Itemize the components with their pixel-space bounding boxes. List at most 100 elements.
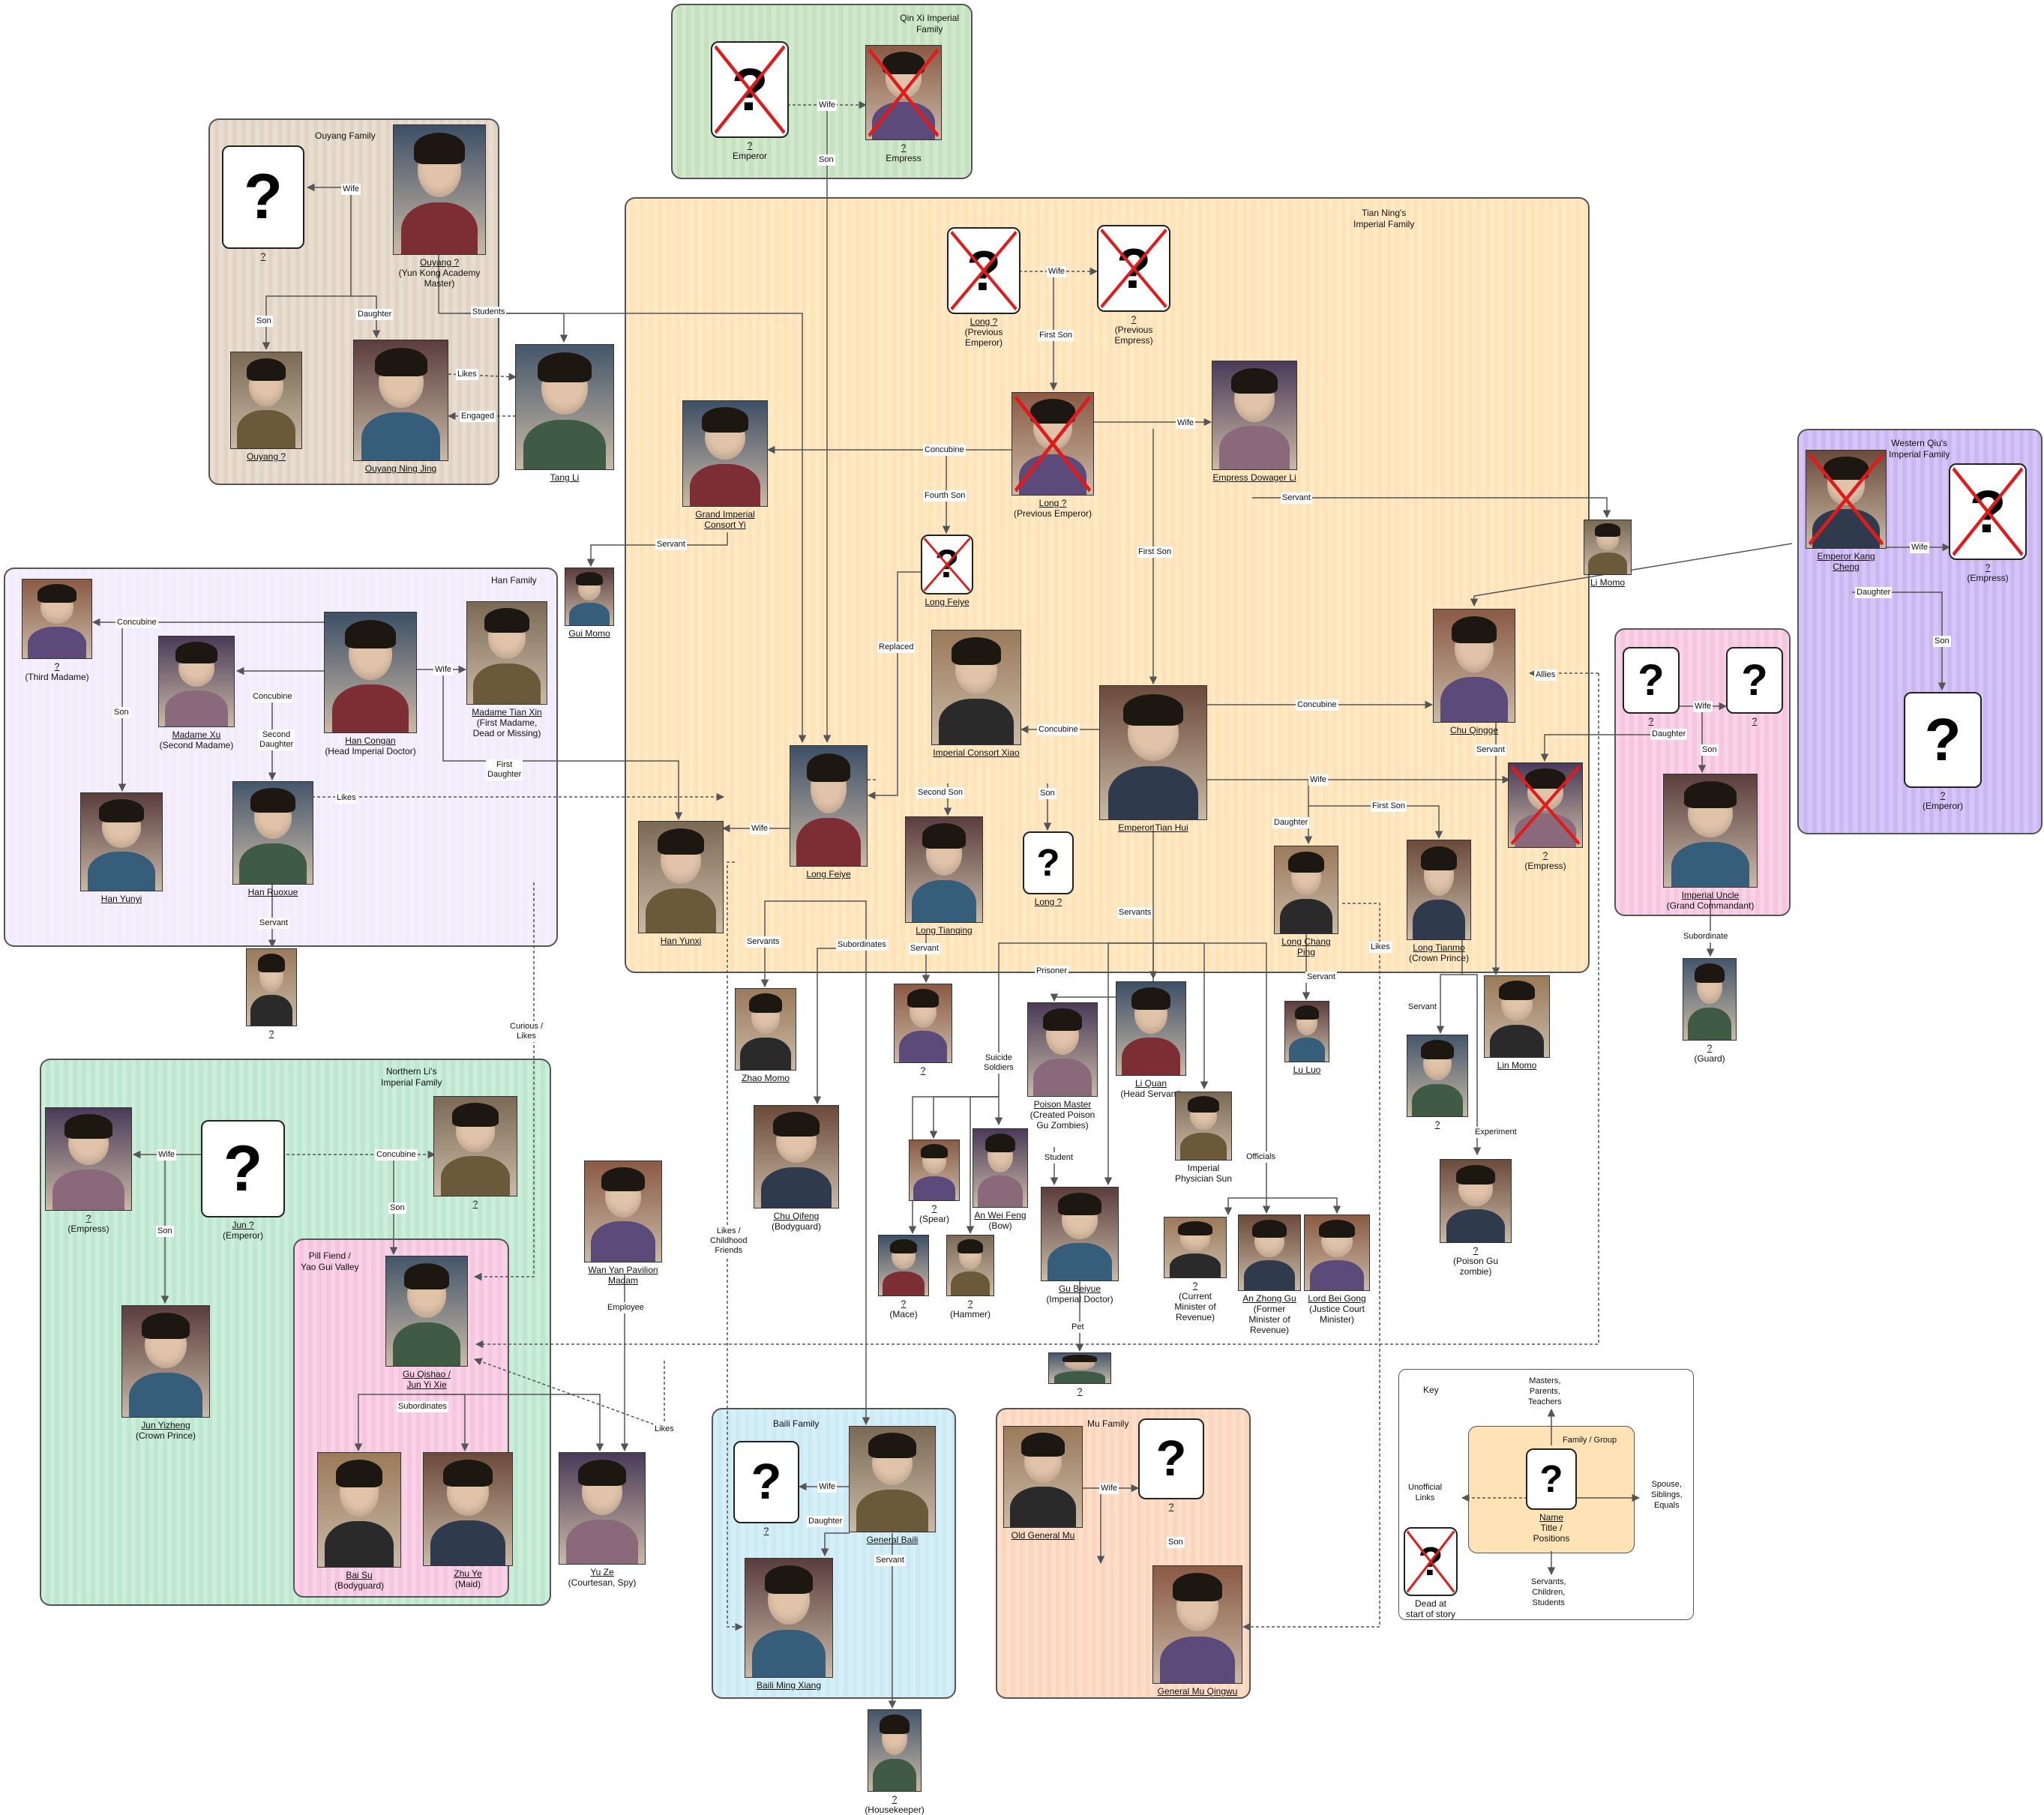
person-name[interactable]: Ouyang ? — [246, 451, 286, 462]
person-name[interactable]: Zhu Ye — [454, 1568, 482, 1579]
person-name[interactable]: Han Yunyi — [100, 894, 142, 904]
person-name[interactable]: ? — [54, 661, 60, 672]
person-name[interactable]: Han Ruoxue — [247, 887, 298, 897]
person-name[interactable]: Ouyang Ning Jing — [364, 463, 437, 474]
person-name[interactable]: ? — [85, 1213, 91, 1223]
person-name[interactable]: Emperor Kang Cheng — [1817, 551, 1875, 572]
person-name[interactable]: Empress Dowager Li — [1212, 472, 1296, 483]
dead-x-icon — [868, 48, 940, 137]
person-name[interactable]: Madame Xu — [172, 729, 221, 740]
person-name[interactable]: Long Tianmo — [1413, 942, 1465, 953]
person-name[interactable]: Bai Su — [346, 1570, 373, 1580]
person-name[interactable]: Tang Li — [550, 472, 580, 483]
body-shape — [1169, 1253, 1221, 1277]
group-title: Northern Li's Imperial Family — [381, 1066, 442, 1088]
person-name[interactable]: Lin Momo — [1497, 1060, 1537, 1071]
person-name[interactable]: Long Chang Ping — [1281, 936, 1331, 957]
person-name[interactable]: Long ? — [1034, 897, 1062, 907]
portrait-photo — [584, 1161, 662, 1262]
hair-shape — [1524, 768, 1566, 789]
hair-shape — [922, 823, 966, 849]
unknown-portrait-icon: ? — [921, 535, 973, 595]
person-name[interactable]: ? — [1434, 1119, 1440, 1130]
person-name[interactable]: Long Tianqing — [916, 925, 973, 936]
person-name[interactable]: Zhao Momo — [741, 1073, 790, 1083]
person-name[interactable]: ? — [931, 1203, 937, 1214]
person-name[interactable]: Imperial Consort Xiao — [933, 747, 1020, 758]
person-name[interactable]: ? — [1940, 790, 1946, 801]
person-name[interactable]: ? — [920, 1065, 926, 1076]
person-name[interactable]: ? — [1131, 314, 1137, 325]
person-name[interactable]: ? — [1707, 1043, 1713, 1053]
person-name[interactable]: ? — [747, 140, 753, 151]
person-name[interactable]: Lord Bei Gong — [1308, 1293, 1366, 1304]
person-name[interactable]: ? — [1648, 716, 1654, 726]
person-name[interactable]: Lu Luo — [1293, 1065, 1321, 1075]
person-name[interactable]: Gu Beiyue — [1058, 1283, 1101, 1294]
person-pet: ? — [1026, 1352, 1133, 1397]
group-title: Han Family — [491, 575, 537, 586]
person-name[interactable]: Li Quan — [1134, 1078, 1167, 1089]
body-shape — [87, 852, 156, 891]
person-name[interactable]: Poison Master — [1033, 1099, 1092, 1110]
person-name[interactable]: ? — [1473, 1245, 1479, 1256]
person-name[interactable]: Li Momo — [1590, 577, 1625, 588]
person-name[interactable]: Long Feiye — [925, 597, 970, 607]
link-label-students: Students — [471, 307, 507, 318]
person-jun-yizheng: Jun Yizheng(Crown Prince) — [100, 1305, 232, 1441]
person-name[interactable]: ? — [763, 1526, 769, 1536]
connector-arrow — [1266, 1197, 1341, 1214]
person-name[interactable]: Wan Yan Pavilion Madam — [588, 1265, 658, 1286]
person-name[interactable]: Han Yunxi — [660, 936, 702, 946]
person-consort-xiao: Imperial Consort Xiao — [910, 630, 1043, 758]
person-name[interactable]: Chu Qingge — [1449, 725, 1499, 735]
body-shape — [1440, 677, 1509, 722]
person-name[interactable]: Gu Qishao / Jun Yi Xie — [402, 1369, 451, 1390]
person-name[interactable]: Madame Tian Xin — [472, 707, 542, 717]
connector-arrow — [1852, 592, 1947, 691]
body-shape — [569, 602, 610, 625]
person-name[interactable]: Gui Momo — [568, 628, 610, 639]
person-name[interactable]: ? — [901, 142, 907, 153]
person-name[interactable]: Jun Yizheng — [141, 1420, 190, 1430]
person-title: (Emperor) — [1922, 801, 1963, 811]
portrait-photo — [1041, 1187, 1119, 1281]
person-name[interactable]: ? — [967, 1298, 973, 1309]
hair-shape — [1043, 1008, 1082, 1032]
person-name[interactable]: ? — [1985, 562, 1991, 573]
person-name[interactable]: Long ? — [970, 316, 998, 327]
person-name[interactable]: An Zhong Gu — [1242, 1293, 1296, 1304]
person-name[interactable]: ? — [260, 251, 266, 262]
link-label-wife: Wife — [1308, 774, 1328, 786]
person-name[interactable]: ? — [1192, 1280, 1198, 1291]
person-name[interactable]: Imperial Uncle — [1681, 890, 1740, 900]
person-name[interactable]: ? — [892, 1794, 898, 1805]
person-name[interactable]: ? — [1168, 1502, 1174, 1512]
person-name[interactable]: ? — [472, 1199, 478, 1209]
person-name[interactable]: ? — [1752, 716, 1758, 726]
person-name[interactable]: Jun ? — [232, 1220, 254, 1230]
person-name[interactable]: Old General Mu — [1011, 1530, 1075, 1541]
portrait-photo — [868, 1709, 922, 1792]
person-name[interactable]: An Wei Feng — [974, 1210, 1026, 1220]
group-title: Baili Family — [773, 1418, 820, 1429]
person-name[interactable]: General Baili — [866, 1535, 919, 1545]
person-name[interactable]: Yu Ze — [590, 1567, 614, 1577]
person-name[interactable]: Ouyang ? — [419, 257, 460, 268]
person-name[interactable]: Emperor Tian Hui — [1118, 822, 1188, 833]
link-label-wife: Wife — [1176, 418, 1195, 429]
person-name[interactable]: Baili Ming Xiang — [756, 1680, 822, 1691]
person-name[interactable]: ? — [901, 1298, 907, 1309]
person-name[interactable]: Grand Imperial Consort Yi — [695, 509, 755, 530]
person-name[interactable]: Long Feiye — [806, 869, 851, 879]
person-name[interactable]: Chu Qifeng — [773, 1211, 820, 1221]
person-name[interactable]: ? — [268, 1029, 274, 1039]
person-name[interactable]: Name — [1539, 1512, 1563, 1523]
person-name[interactable]: ? — [1077, 1386, 1083, 1397]
person-name[interactable]: General Mu Qingwu — [1157, 1686, 1238, 1697]
person-name[interactable]: ? — [1542, 850, 1548, 861]
person-name[interactable]: Han Congan — [345, 735, 396, 746]
person-name[interactable]: Long ? — [1038, 498, 1067, 508]
body-shape — [752, 1629, 826, 1677]
person-tn-empress: ?(Empress) — [1486, 762, 1605, 871]
